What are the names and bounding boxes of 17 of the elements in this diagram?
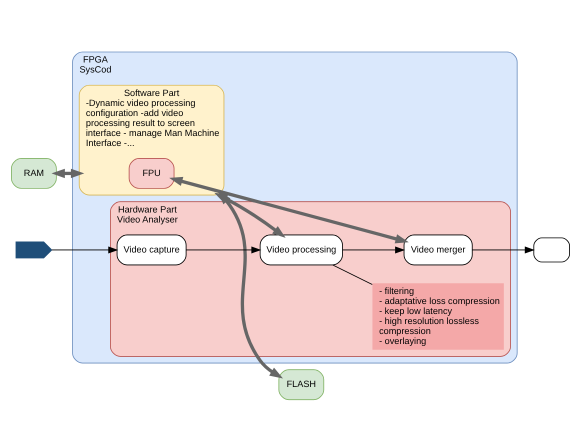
node-box: FLASH xyxy=(278,368,324,400)
arrow xyxy=(186,246,262,253)
node-camera xyxy=(16,241,52,258)
arrow xyxy=(472,246,535,253)
connector xyxy=(332,264,373,284)
arrow xyxy=(342,246,406,253)
arrow xyxy=(169,176,409,243)
arrow xyxy=(52,168,84,178)
node-box: - filtering - adaptative loss compression - keep low latency - high resolution lossless compression - overlaying xyxy=(372,282,504,350)
node-box: FPU xyxy=(128,158,174,188)
node-box: RAM xyxy=(11,158,57,188)
node-box: Video capture xyxy=(116,234,187,265)
arrow xyxy=(218,190,283,378)
node-box: Video processing xyxy=(260,234,343,265)
node-box: Video merger xyxy=(404,234,473,265)
node-monitor xyxy=(533,236,570,262)
arrow xyxy=(51,246,118,253)
